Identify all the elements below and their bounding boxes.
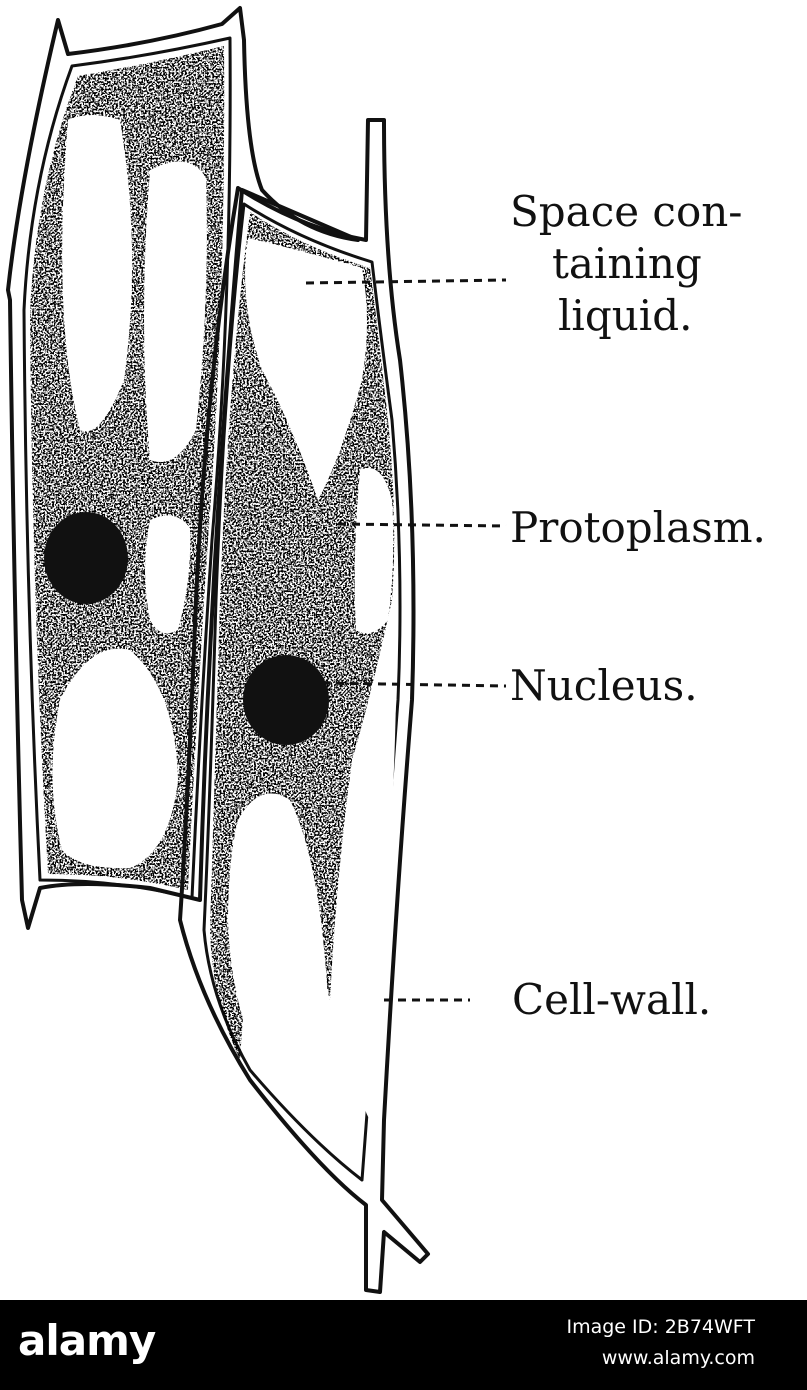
right-cell-vacuole-top: [245, 238, 367, 500]
right-cell-vacuole-lower: [228, 793, 340, 1150]
right-cell-outer-wall: [178, 118, 430, 1294]
right-cell-vacuole-right: [354, 468, 394, 634]
right-cell: [178, 118, 430, 1294]
right-cell-inner-wall: [202, 202, 402, 1182]
left-cell-outer-wall: [6, 6, 360, 930]
left-cell: [6, 6, 360, 930]
left-cell-vacuole-middle: [145, 515, 191, 634]
nucleus-leader-line: [321, 681, 507, 688]
left-cell-inner-wall: [22, 36, 232, 900]
left-cell-vacuole-upper: [62, 115, 133, 432]
space-label-line-1: Space con-: [510, 187, 742, 236]
left-cell-vacuole-lower: [52, 648, 178, 869]
cell-wall-label: Cell-wall.: [512, 975, 711, 1024]
plant-cell-diagram: Space con- taining liquid. Protoplasm. N…: [6, 6, 766, 1294]
protoplasm-leader-line: [337, 522, 507, 528]
right-cell-vacuole-lower-right: [346, 700, 396, 1120]
labels: Space con- taining liquid. Protoplasm. N…: [510, 187, 766, 1024]
watermark-footer-bar: alamy Image ID: 2B74WFT www.alamy.com: [0, 1300, 807, 1390]
leader-lines: [305, 278, 507, 1002]
space-label-line-2: taining: [552, 239, 702, 288]
protoplasm-label: Protoplasm.: [510, 503, 766, 552]
left-cell-nucleus: [44, 512, 128, 604]
image-id-text: Image ID: 2B74WFT: [566, 1316, 755, 1338]
right-cell-nucleus: [243, 655, 329, 745]
alamy-logo: alamy: [18, 1316, 156, 1365]
footer-url-text: www.alamy.com: [601, 1347, 755, 1369]
space-leader-line: [305, 278, 507, 285]
left-cell-vacuole-upper-right: [144, 161, 207, 462]
nucleus-label: Nucleus.: [510, 661, 698, 710]
space-label-line-3: liquid.: [558, 291, 692, 340]
